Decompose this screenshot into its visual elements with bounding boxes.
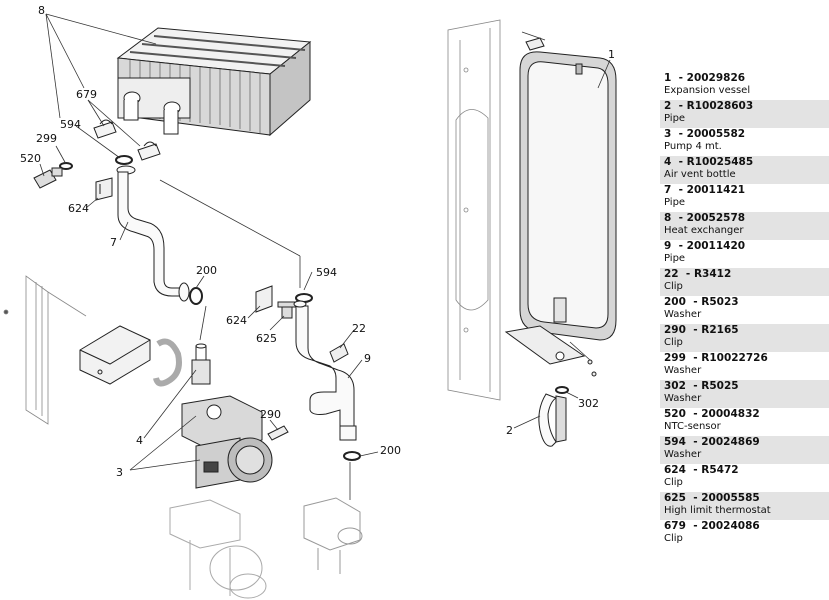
callout-302: 302 (578, 397, 599, 410)
pipe-9 (293, 300, 357, 441)
vessel-bracket (504, 37, 597, 377)
pipe-7 (116, 165, 190, 302)
pump (181, 395, 273, 489)
washer-302 (555, 386, 569, 394)
pump-bracket (79, 325, 151, 385)
leader-lines (39, 13, 611, 500)
washer-200-right (343, 451, 361, 461)
callout-7: 7 (110, 236, 117, 249)
callout-8: 8 (38, 4, 45, 17)
clip-624-middle (255, 285, 273, 313)
ghost-pump (169, 499, 267, 599)
callout-1: 1 (608, 48, 615, 61)
high-limit-thermostat (277, 301, 297, 319)
ghost-hose (153, 338, 182, 387)
callout-4: 4 (136, 434, 143, 447)
left-chassis-panel (3, 275, 87, 425)
exploded-parts-diagram: 1 2 3 4 7 8 9 22 200 200 290 299 302 520… (3, 4, 617, 599)
callout-290: 290 (260, 408, 281, 421)
callout-594-left: 594 (60, 118, 81, 131)
callout-594-right: 594 (316, 266, 337, 279)
callout-520: 520 (20, 152, 41, 165)
pipe-2 (538, 393, 567, 447)
callout-200-left: 200 (196, 264, 217, 277)
air-vent-bottle (191, 343, 211, 385)
callout-200-right: 200 (380, 444, 401, 457)
expansion-vessel (519, 51, 617, 341)
callout-22: 22 (352, 322, 366, 335)
callout-299: 299 (36, 132, 57, 145)
callout-labels: 1 2 3 4 7 8 9 22 200 200 290 299 302 520… (20, 4, 615, 479)
heat-exchanger (116, 27, 312, 137)
callout-679: 679 (76, 88, 97, 101)
callout-3: 3 (116, 466, 123, 479)
clip-624-left (95, 177, 113, 201)
callout-2: 2 (506, 424, 513, 437)
callout-9: 9 (364, 352, 371, 365)
washer-200-left (189, 287, 203, 305)
clip-290 (267, 425, 289, 441)
callout-624-left: 624 (68, 202, 89, 215)
callout-624-middle: 624 (226, 314, 247, 327)
clip-22 (329, 343, 349, 363)
right-chassis-panel (447, 19, 501, 401)
callout-625: 625 (256, 332, 277, 345)
clip-679 (93, 119, 161, 161)
washers-small (59, 155, 313, 303)
ghost-valve (303, 497, 363, 574)
ntc-sensor (33, 167, 63, 189)
